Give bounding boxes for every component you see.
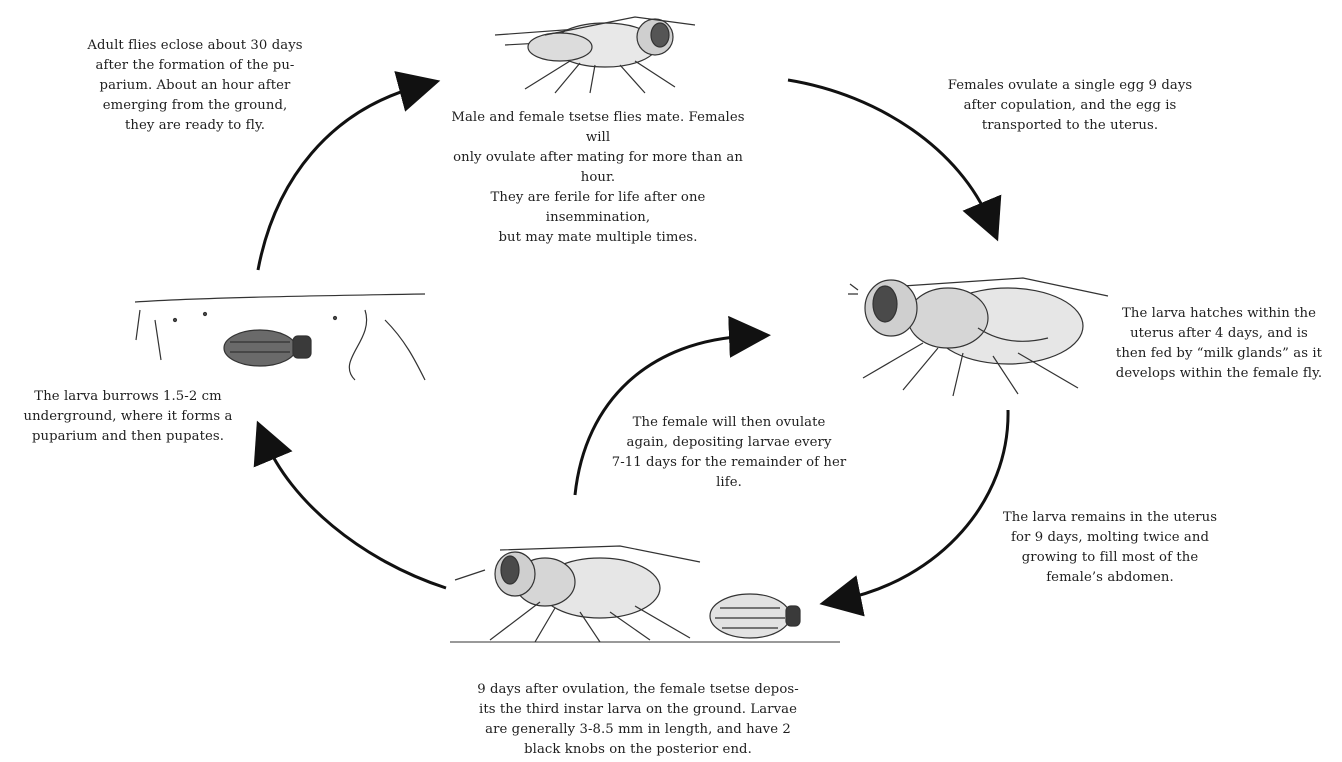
caption-deposit: 9 days after ovulation, the female tsets… bbox=[465, 680, 811, 760]
caption-remain: The larva remains in the uterus for 9 da… bbox=[985, 508, 1235, 588]
caption-eclose: Adult flies eclose about 30 days after t… bbox=[70, 36, 320, 136]
mating-flies-illustration bbox=[485, 5, 715, 95]
caption-ovulate: Females ovulate a single egg 9 days afte… bbox=[935, 76, 1205, 136]
arrow-deposit-to-burrow bbox=[265, 440, 446, 588]
pregnant-female-illustration bbox=[843, 268, 1113, 398]
caption-hatch: The larva hatches within the uterus afte… bbox=[1105, 304, 1333, 384]
puparium-underground-illustration bbox=[135, 290, 435, 385]
female-and-larva-illustration bbox=[450, 540, 850, 650]
caption-repeat: The female will then ovulate again, depo… bbox=[584, 413, 874, 493]
caption-burrow: The larva burrows 1.5-2 cm underground, … bbox=[8, 387, 248, 447]
caption-mating: Male and female tsetse flies mate. Femal… bbox=[438, 108, 758, 248]
